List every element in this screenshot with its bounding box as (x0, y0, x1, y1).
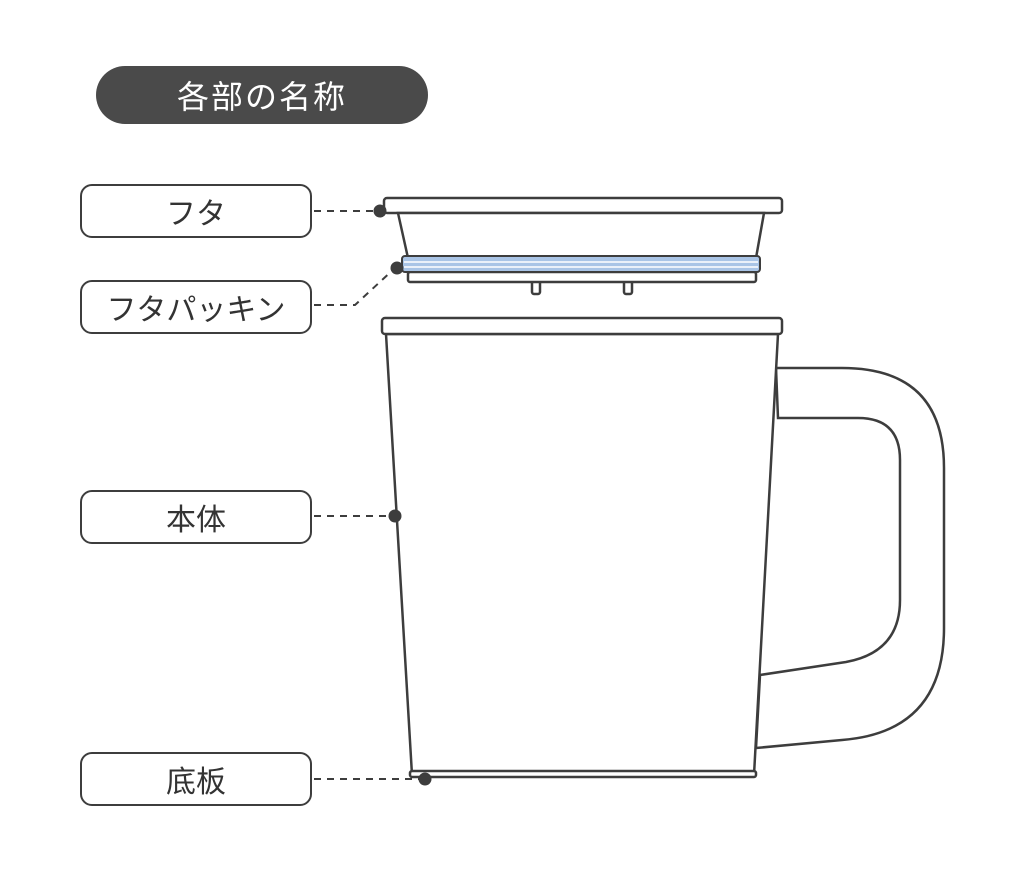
lid-illustration (382, 196, 784, 296)
dot-body (388, 509, 402, 523)
gasket-illustration (401, 255, 761, 273)
label-body: 本体 (80, 490, 312, 544)
dot-gasket (390, 261, 404, 275)
leader-gasket (314, 267, 396, 306)
section-title: 各部の名称 (96, 66, 428, 124)
dot-lid (373, 204, 387, 218)
label-lid: フタ (80, 184, 312, 238)
body-illustration (380, 316, 946, 779)
label-gasket: フタパッキン (80, 280, 312, 334)
dot-bottom (418, 772, 432, 786)
label-bottom: 底板 (80, 752, 312, 806)
